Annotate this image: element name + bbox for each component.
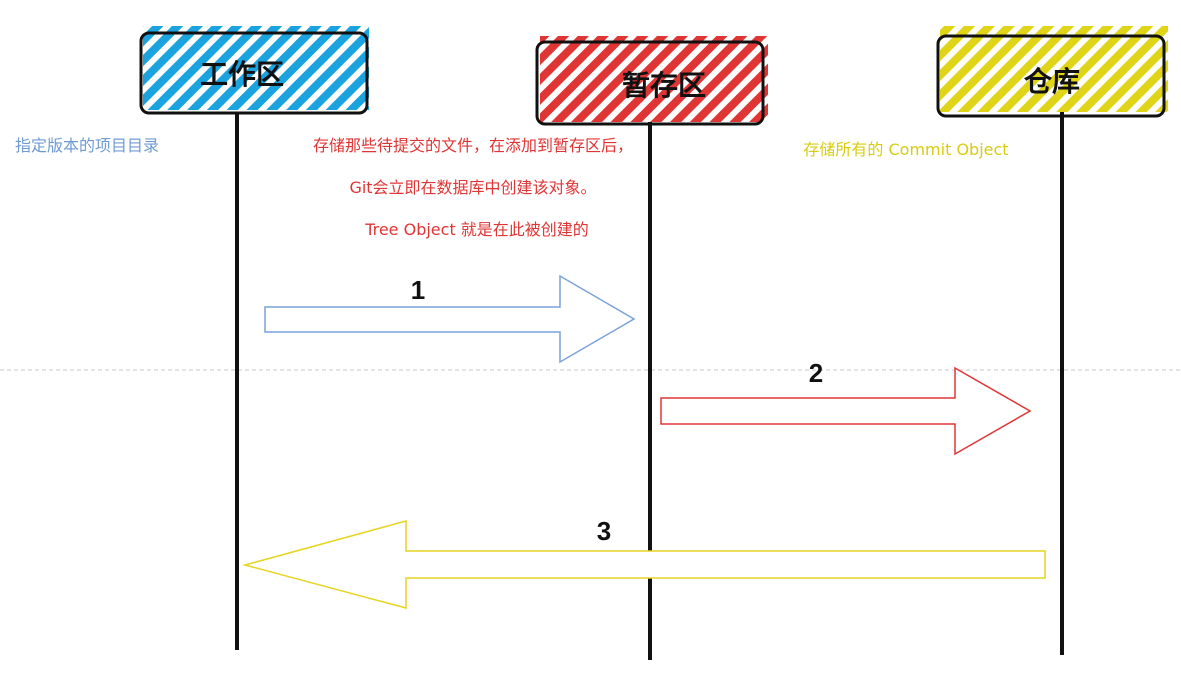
arrow-step-2 [660,366,1032,456]
node-repo-label: 仓库 [1024,65,1080,98]
node-working-hatch [143,26,369,110]
node-working: 工作区 [139,26,369,115]
note-repo: 存储所有的 Commit Object [803,140,1008,159]
arrow-step-1 [264,274,636,364]
node-staging-border [535,40,765,126]
node-staging: 暂存区 [535,36,768,126]
node-working-label: 工作区 [200,58,284,91]
step-2-label: 2 [809,358,823,388]
node-working-border [139,31,369,115]
note-staging-line3: Tree Object 就是在此被创建的 [364,220,589,239]
node-repo-border [936,34,1166,118]
node-repo: 仓库 [936,26,1168,118]
note-working: 指定版本的项目目录 [15,136,159,155]
step-3-label: 3 [597,516,611,546]
step-1-label: 1 [411,275,425,305]
node-repo-hatch [940,26,1168,112]
note-staging-line1: 存储那些待提交的文件，在添加到暂存区后， [313,136,633,155]
node-staging-label: 暂存区 [622,69,706,102]
node-staging-hatch [540,36,768,122]
note-staging-line2: Git会立即在数据库中创建该对象。 [349,178,596,197]
arrow-step-3 [242,520,1046,609]
